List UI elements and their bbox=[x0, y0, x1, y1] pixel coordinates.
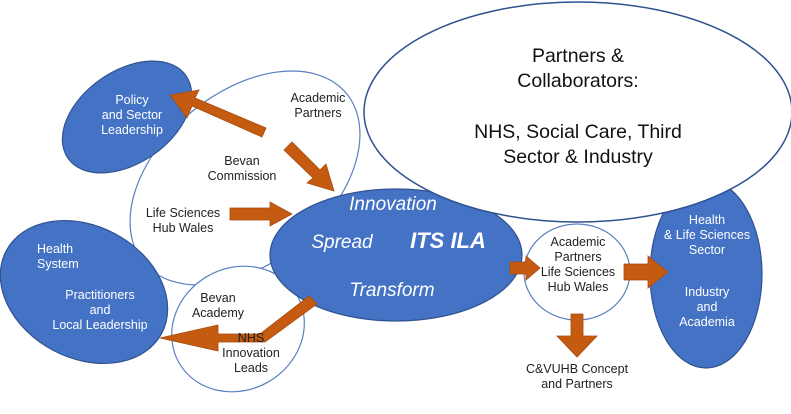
sector-line-4: Industry bbox=[684, 285, 730, 299]
cvuhb-line-2: and Partners bbox=[541, 377, 613, 391]
nhs-line-3: Leads bbox=[233, 361, 269, 375]
sector-line-2: & Life Sciences bbox=[663, 228, 751, 242]
right-partners-label: Academic Partners Life Sciences Hub Wale… bbox=[532, 235, 624, 295]
center-its-ila: ITS ILA bbox=[410, 228, 486, 253]
arrow-to-sector bbox=[623, 255, 669, 289]
center-transform: Transform bbox=[349, 280, 435, 301]
health-line-3: Practitioners bbox=[65, 288, 135, 302]
policy-line-2: and Sector bbox=[101, 108, 163, 122]
bevan-commission-line-1: Bevan bbox=[224, 154, 260, 168]
bevan-academy-label: Bevan Academy bbox=[183, 291, 253, 321]
sector-label-top: Health & Life Sciences Sector bbox=[661, 213, 753, 258]
right-partners-line-3: Life Sciences bbox=[540, 265, 616, 279]
right-partners-line-4: Hub Wales bbox=[547, 280, 609, 294]
sector-line-6: Academia bbox=[679, 315, 735, 329]
arrow-to-policy bbox=[169, 89, 267, 138]
health-line-1: Health bbox=[37, 242, 74, 256]
arrow-center-to-right-group bbox=[509, 255, 541, 281]
health-system-label: Health System bbox=[37, 242, 87, 272]
arrow-lifesciences-to-center bbox=[229, 201, 293, 227]
callout-line-1: Partners & bbox=[531, 45, 625, 67]
policy-line-1: Policy bbox=[115, 93, 149, 107]
sector-line-1: Health bbox=[688, 213, 726, 227]
policy-line-3: Leadership bbox=[101, 123, 163, 137]
health-system-node bbox=[0, 219, 169, 365]
health-line-4: and bbox=[89, 303, 111, 317]
life-sciences-line-2: Hub Wales bbox=[152, 221, 214, 235]
arrow-bevan-to-center bbox=[283, 141, 335, 192]
center-innovation: Innovation bbox=[349, 194, 437, 215]
arrow-center-to-health bbox=[159, 295, 318, 352]
callout-line-4: Sector & Industry bbox=[503, 146, 653, 169]
life-sciences-line-1: Life Sciences bbox=[145, 206, 221, 220]
arrow-down-to-cvuhb bbox=[556, 313, 598, 358]
bevan-commission-line-2: Commission bbox=[207, 169, 277, 183]
bevan-academy-line-2: Academy bbox=[191, 306, 245, 320]
callout-text: Partners & Collaborators: NHS, Social Ca… bbox=[438, 44, 718, 170]
health-line-5: Local Leadership bbox=[52, 318, 148, 332]
cvuhb-label: C&VUHB Concept and Partners bbox=[514, 362, 640, 392]
policy-node bbox=[61, 60, 193, 174]
sector-label-bottom: Industry and Academia bbox=[666, 285, 748, 330]
life-sciences-hub-label: Life Sciences Hub Wales bbox=[140, 206, 226, 236]
sector-line-5: and bbox=[696, 300, 718, 314]
its-ila-node bbox=[269, 188, 523, 322]
right-partners-line-1: Academic bbox=[550, 235, 606, 249]
academic-partners-label: Academic Partners bbox=[278, 91, 358, 121]
policy-label: Policy and Sector Leadership bbox=[97, 93, 167, 138]
nhs-line-2: Innovation bbox=[222, 346, 280, 360]
callout-line-2: Collaborators: bbox=[517, 70, 639, 93]
sector-line-3: Sector bbox=[688, 243, 726, 257]
callout-line-3: NHS, Social Care, Third bbox=[474, 120, 682, 143]
center-spread: Spread bbox=[311, 232, 373, 253]
nhs-innovation-leads-label: NHS Innovation Leads bbox=[211, 331, 291, 376]
bevan-commission-label: Bevan Commission bbox=[200, 154, 284, 184]
cvuhb-line-1: C&VUHB Concept bbox=[525, 362, 629, 376]
right-partners-line-2: Partners bbox=[554, 250, 602, 264]
health-leadership-label: Practitioners and Local Leadership bbox=[40, 288, 160, 333]
health-line-2: System bbox=[37, 257, 79, 271]
bevan-academy-line-1: Bevan bbox=[200, 291, 236, 305]
academic-partners-line-1: Academic bbox=[290, 91, 346, 105]
partners-callout bbox=[363, 1, 791, 223]
academic-partners-line-2: Partners bbox=[294, 106, 342, 120]
nhs-line-1: NHS bbox=[237, 331, 265, 345]
